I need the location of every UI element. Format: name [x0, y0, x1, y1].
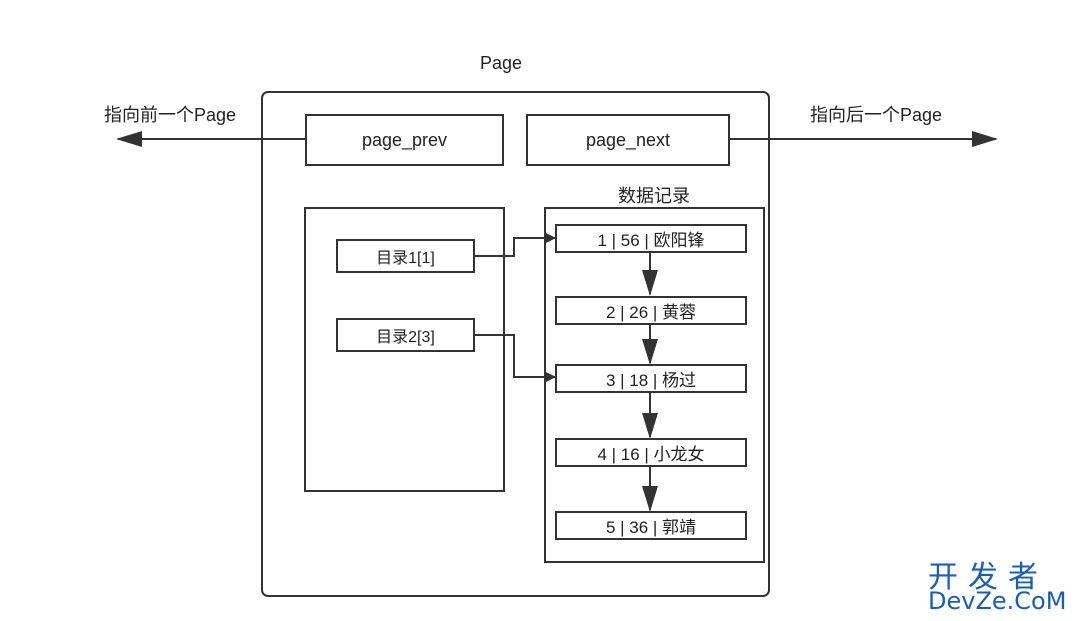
- page-prev-box: page_prev: [305, 114, 504, 166]
- page-frame: [261, 91, 770, 597]
- page-title: Page: [480, 53, 523, 73]
- watermark-cn: 开发者: [928, 560, 1048, 595]
- record-3: 3 | 18 | 杨过: [555, 364, 747, 393]
- directory-container: [304, 207, 505, 492]
- page-next-box: page_next: [526, 114, 730, 166]
- directory-1-connector: [474, 233, 556, 257]
- watermark-en: DevZe.CoM: [928, 587, 1067, 615]
- records-title: 数据记录: [618, 186, 690, 206]
- record-4: 4 | 16 | 小龙女: [555, 438, 747, 467]
- next-pointer-label: 指向后一个Page: [810, 105, 943, 125]
- record-2: 2 | 26 | 黄蓉: [555, 296, 747, 325]
- directory-2-connector: [474, 334, 556, 382]
- directory-entry-1: 目录1[1]: [336, 239, 475, 273]
- records-container: [544, 207, 765, 563]
- prev-pointer-label: 指向前一个Page: [104, 105, 237, 125]
- record-1: 1 | 56 | 欧阳锋: [555, 224, 747, 253]
- directory-entry-2: 目录2[3]: [336, 318, 475, 352]
- record-5: 5 | 36 | 郭靖: [555, 511, 747, 540]
